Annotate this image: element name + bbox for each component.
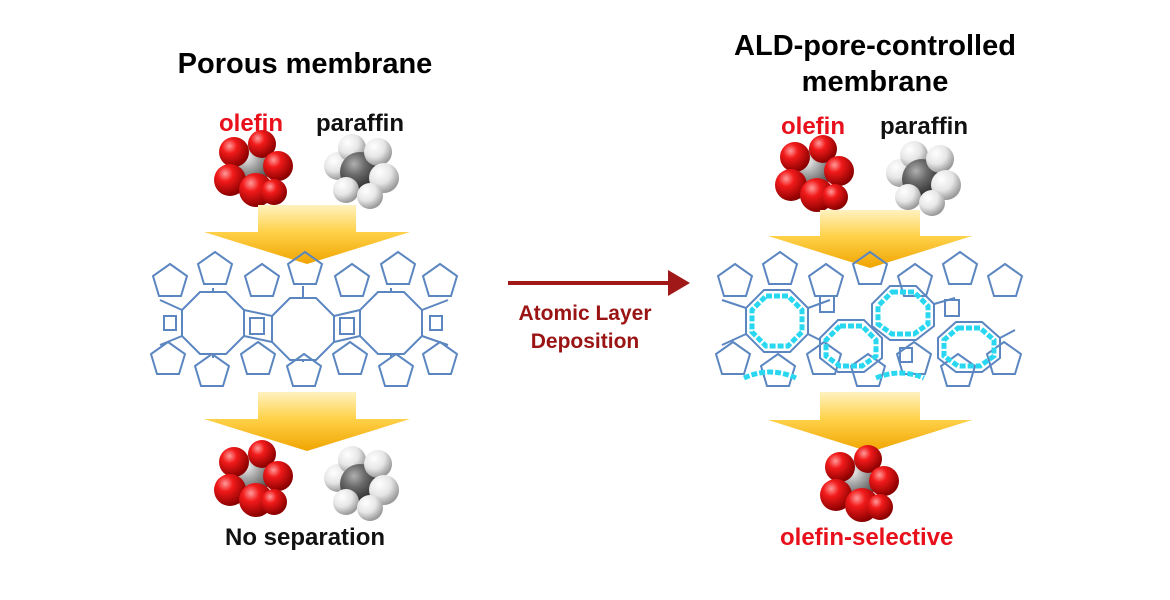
right-output-olefin [820,445,899,522]
right-paraffin-label: paraffin [880,113,969,140]
left-framework [150,251,458,387]
left-paraffin-label: paraffin [316,110,405,137]
right-framework [715,251,1023,387]
left-result-label: No separation [225,524,386,551]
left-olefin-label: olefin [219,110,283,137]
ald-coated-pores [742,289,997,381]
right-result-label: olefin-selective [780,524,954,551]
left-panel [150,130,458,521]
left-paraffin-molecule [324,134,399,209]
right-olefin-molecule [775,135,854,212]
right-panel [715,135,1023,522]
left-olefin-molecule [214,130,293,207]
right-bottom-flow-arrow [768,392,972,452]
right-title-line2: membrane [801,66,949,98]
process-label-line1: Atomic Layer [518,302,652,325]
process-label-line2: Deposition [530,330,640,353]
right-title-line1: ALD-pore-controlled [734,30,1016,62]
left-title: Porous membrane [177,48,433,80]
process-arrow [508,270,690,296]
right-olefin-label: olefin [781,113,845,140]
right-paraffin-molecule [886,141,961,216]
right-top-flow-arrow [768,210,972,268]
left-top-flow-arrow [204,205,410,264]
left-output-paraffin [324,446,399,521]
left-bottom-flow-arrow [204,392,410,451]
left-output-olefin [214,440,293,517]
